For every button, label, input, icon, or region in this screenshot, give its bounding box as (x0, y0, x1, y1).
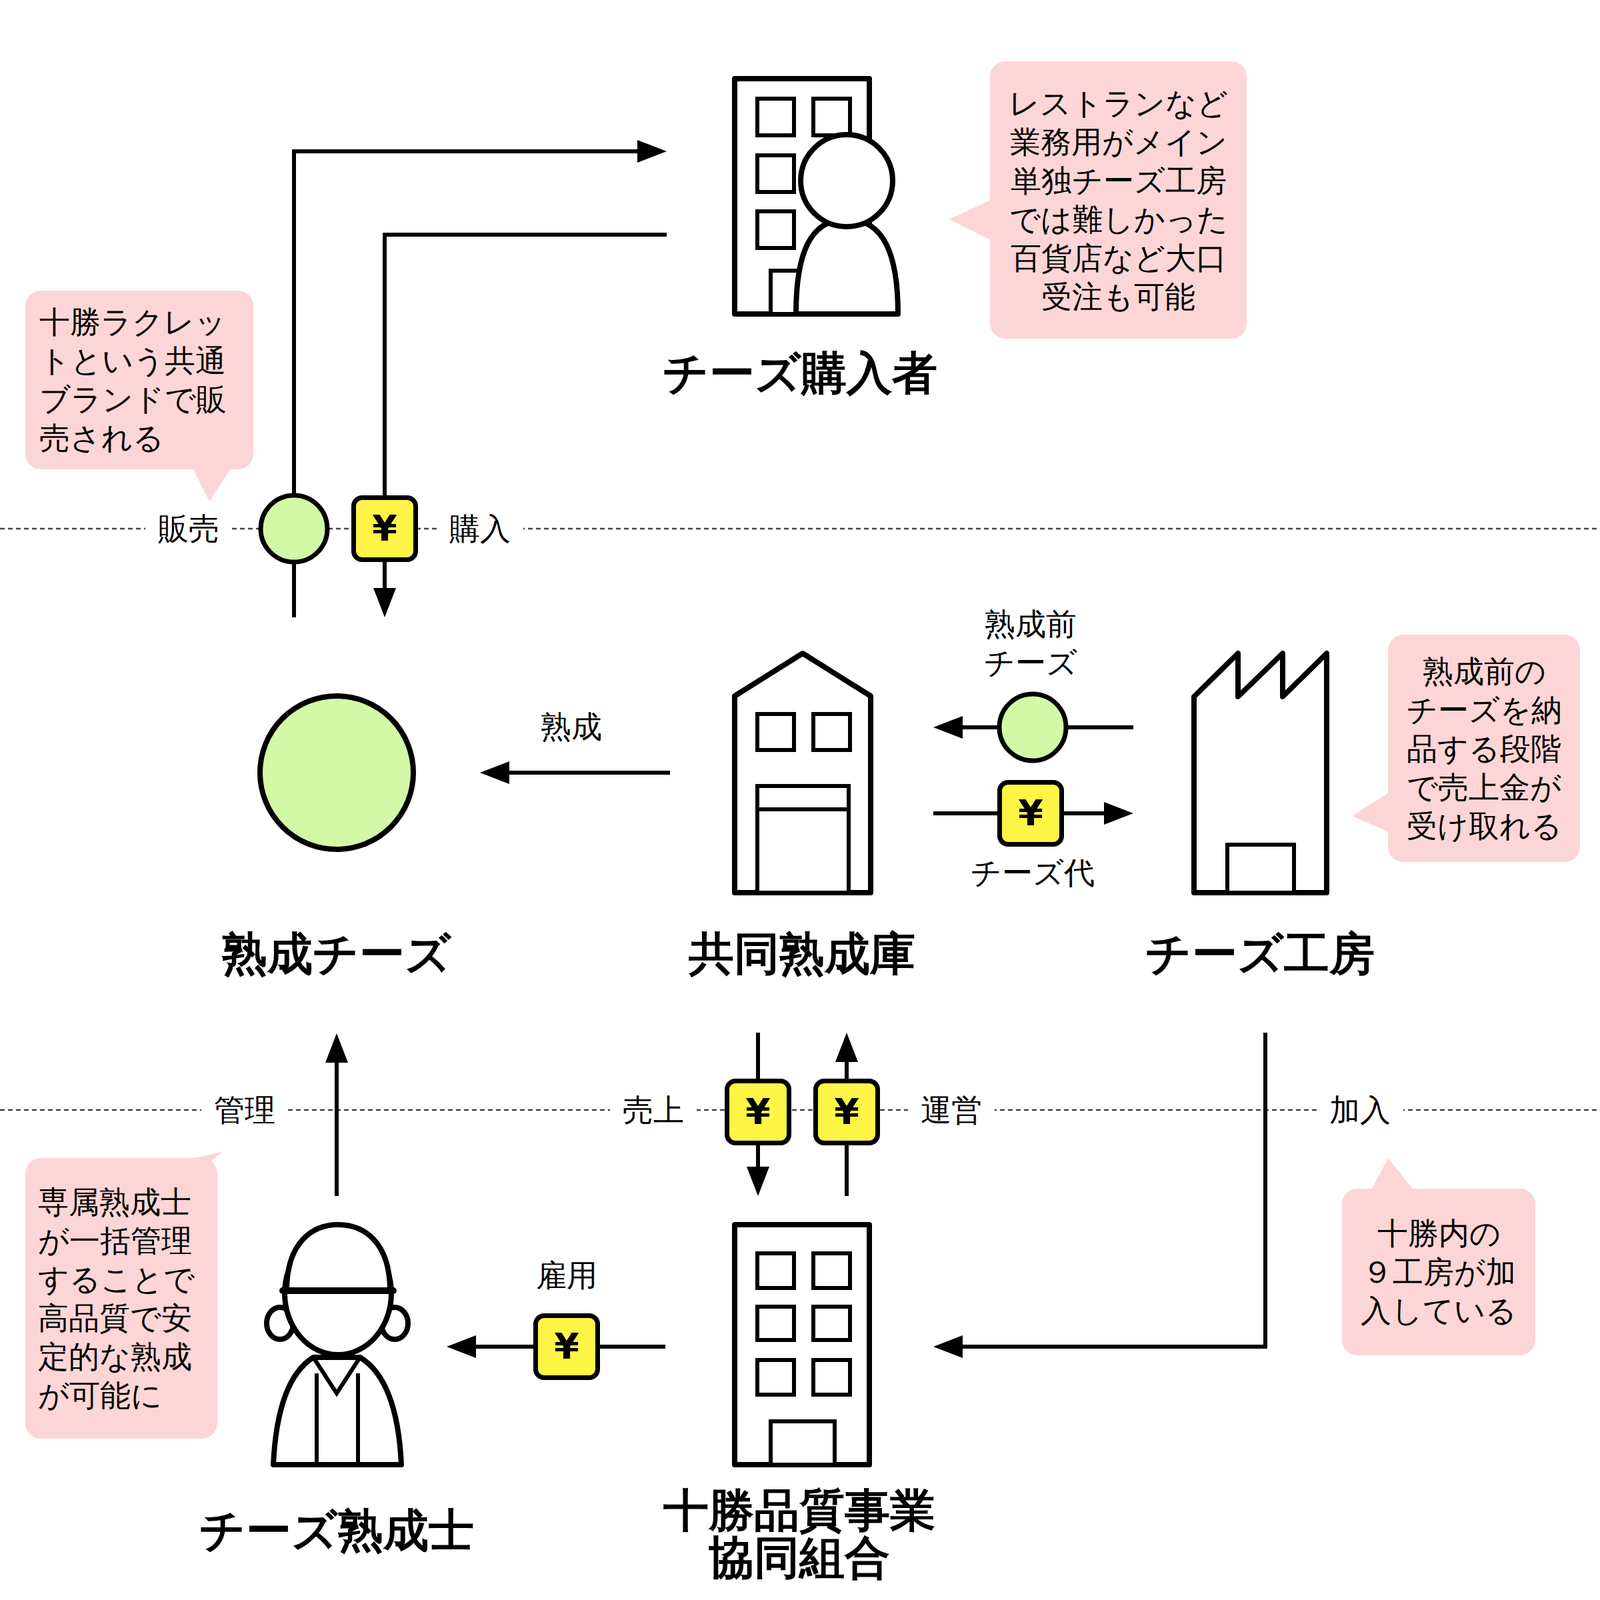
edge-label: チーズ代 (959, 853, 1106, 892)
node-label: チーズ工房 (1106, 930, 1414, 978)
flow-arrow (480, 761, 670, 784)
note-callout: 専属熟成士 が一括管理 することで 高品質で安 定的な熟成 が可能に (25, 1158, 218, 1439)
flow-arrow (325, 1033, 348, 1196)
callout-text: 十勝ラクレッ トという共通 ブランドで販 売される (39, 302, 240, 458)
icon-part (813, 1306, 850, 1340)
cheese-node: 熟成チーズ (193, 617, 480, 1034)
icon-part (1194, 653, 1327, 893)
icon-part (757, 155, 794, 192)
callout-tail (192, 466, 232, 502)
icon-part (757, 786, 849, 893)
node-label: 共同熟成庫 (648, 930, 956, 978)
icon-part (813, 714, 850, 750)
icon-part (796, 219, 898, 314)
flow-arrow (294, 140, 667, 618)
edge-label: 雇用 (523, 1256, 610, 1295)
node-label: チーズ熟成士 (183, 1506, 490, 1554)
icon-part (757, 1306, 794, 1340)
icon-part (1227, 844, 1294, 893)
note-callout: 熟成前の チーズを納 品する段階 で売上金が 受け取れる (1388, 634, 1580, 862)
icon-part (757, 98, 794, 136)
arrow-head (446, 1335, 476, 1358)
icon-part (273, 1357, 402, 1465)
note-callout: レストランなど 業務用がメイン 単独チーズ工房 では難しかった 百貨店など大口 … (990, 61, 1247, 339)
arrow-head (933, 1335, 963, 1358)
icon-part (313, 1357, 360, 1394)
icon-part (734, 653, 871, 893)
node-label: 熟成チーズ (183, 930, 490, 978)
edge-label: 熟成前 チーズ (970, 604, 1091, 682)
edge-label: 購入 (436, 509, 524, 548)
arrow-head (480, 761, 510, 784)
callout-text: 十勝内の ９工房が加 入している (1355, 1214, 1522, 1330)
arrow-line (384, 234, 667, 588)
icon-part (757, 714, 794, 750)
buyer-node: チーズ購入者 (666, 66, 934, 400)
arrow-head (1104, 802, 1134, 825)
worker-node: チーズ熟成士 (226, 1196, 447, 1560)
arrow-line (294, 151, 638, 618)
edge-label: 管理 (201, 1090, 288, 1130)
callout-text: 熟成前の チーズを納 品する段階 で売上金が 受け取れる (1400, 652, 1568, 846)
arrow-line (509, 770, 670, 775)
arrow-line (334, 1062, 339, 1196)
edge-label: 売上 (610, 1090, 697, 1130)
factory-node: チーズ工房 (1133, 650, 1387, 1033)
node-label: チーズ購入者 (646, 349, 954, 397)
callout-tail (1352, 790, 1392, 834)
cheese-token (999, 694, 1066, 761)
yen-badge: ¥ (724, 1078, 792, 1146)
arrow-line (962, 1032, 1266, 1347)
icon-part (757, 1360, 794, 1395)
icon-part (260, 696, 414, 850)
node-label: 十勝品質事業 協同組合 (646, 1486, 953, 1582)
worker-icon (226, 1196, 447, 1560)
icon-part (813, 1360, 850, 1395)
icon-part (314, 1373, 319, 1465)
edge-label: 販売 (145, 509, 232, 548)
arrow-head (746, 1166, 770, 1196)
icon-part (800, 134, 893, 227)
icon-part (286, 1224, 390, 1291)
callout-tail (1370, 1158, 1415, 1192)
arrow-head (325, 1033, 348, 1063)
icon-part (757, 1253, 794, 1288)
icon-part (757, 211, 794, 248)
callout-text: レストランなど 業務用がメイン 単独チーズ工房 では難しかった 百貨店など大口 … (1003, 84, 1234, 316)
arrow-head (637, 140, 667, 163)
arrow-head (835, 1032, 858, 1062)
edge-label: 熟成 (528, 707, 615, 746)
cheese-token (260, 495, 328, 562)
icon-part (734, 1224, 870, 1465)
yen-badge: ¥ (533, 1313, 600, 1380)
note-callout: 十勝内の ９工房が加 入している (1342, 1188, 1536, 1356)
edge-label: 運営 (908, 1090, 995, 1130)
icon-part (757, 807, 849, 812)
yen-badge: ¥ (813, 1078, 880, 1146)
edge-label: 加入 (1316, 1090, 1404, 1130)
icon-part (813, 1253, 850, 1288)
callout-text: 専属熟成士 が一括管理 することで 高品質で安 定的な熟成 が可能に (38, 1182, 205, 1415)
callout-tail (949, 198, 994, 242)
yen-badge: ¥ (997, 780, 1064, 847)
icon-part (770, 1421, 835, 1465)
union-node: 十勝品質事業 協同組合 (665, 1196, 934, 1587)
flow-arrow (933, 1032, 1266, 1358)
yen-badge: ¥ (351, 495, 418, 562)
icon-part (813, 98, 850, 136)
arrow-head (933, 716, 963, 739)
warehouse-node: 共同熟成庫 (670, 650, 934, 1033)
note-callout: 十勝ラクレッ トという共通 ブランドで販 売される (25, 290, 254, 470)
arrow-head (373, 588, 396, 618)
icon-part (282, 1287, 394, 1294)
flow-arrow (373, 234, 667, 618)
icon-part (356, 1373, 360, 1465)
divider-line (0, 528, 1600, 530)
